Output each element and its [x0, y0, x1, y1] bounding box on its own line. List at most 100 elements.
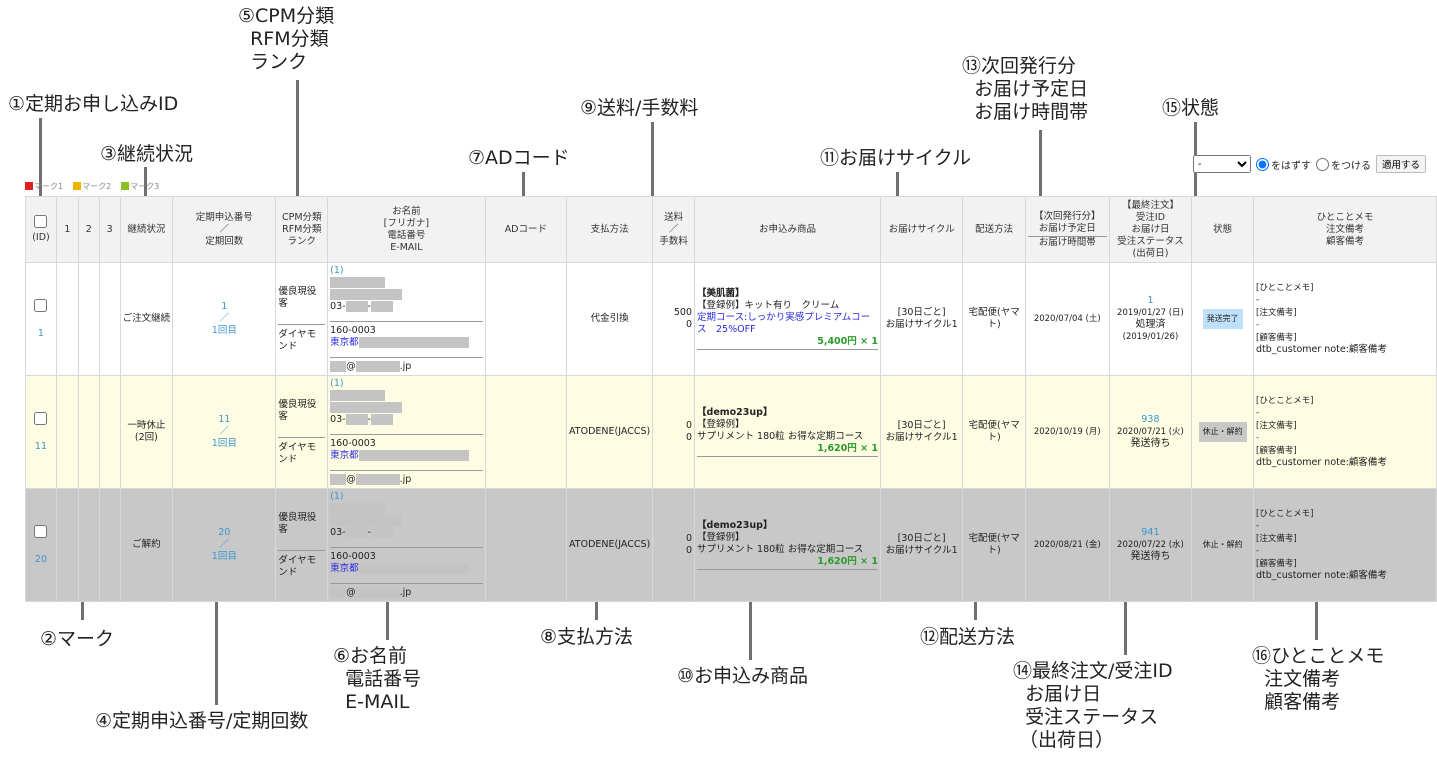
- radio-add-mark[interactable]: をつける: [1316, 157, 1371, 172]
- redacted: [371, 414, 394, 425]
- annotation-line: [522, 172, 525, 210]
- cell-continuation: ご注文継続: [119, 262, 174, 376]
- table-row[interactable]: 1 ご注文継続 1／1回目 優良現役客ダイヤモンド (1)03--160-000…: [25, 262, 1437, 376]
- rank: ダイヤモンド: [278, 441, 317, 465]
- redacted: [330, 515, 403, 526]
- separator: ／: [219, 539, 230, 550]
- cell-cpm: 優良現役客ダイヤモンド: [275, 262, 329, 376]
- note-v: -: [1256, 546, 1260, 556]
- delivery: 宅配便(ヤマト): [968, 533, 1020, 556]
- header-last-order: 【最終注文】 受注ID お届け日 受注ステータス (出荷日): [1108, 196, 1193, 263]
- row-checkbox[interactable]: [34, 298, 48, 312]
- cell-sub-number: 20／1回目: [172, 488, 277, 602]
- cycle1: [30日ごと]: [897, 420, 946, 431]
- payment: ATODENE(JACCS): [569, 426, 651, 437]
- header-sub-number: 定期申込番号 ／ 定期回数: [172, 196, 277, 263]
- order-id-link[interactable]: 938: [1141, 414, 1160, 425]
- radio-remove-mark[interactable]: をはずす: [1256, 157, 1311, 172]
- next-date: 2020/10/19 (月): [1033, 427, 1101, 437]
- subscription-id-link[interactable]: 20: [34, 553, 47, 565]
- redacted: [330, 474, 347, 485]
- annotation-line: [39, 118, 42, 210]
- order-id-link[interactable]: 941: [1141, 527, 1160, 538]
- memo-h: [ひとことメモ]: [1256, 282, 1314, 293]
- order-status: 発送待ち: [1130, 551, 1171, 562]
- cell-sub-number: 1／1回目: [172, 262, 277, 376]
- cycle2: お届けサイクル1: [885, 545, 958, 556]
- fee: 0: [685, 319, 693, 330]
- cell-cycle: [30日ごと]お届けサイクル1: [879, 488, 964, 602]
- cell-ad-code: [484, 375, 568, 489]
- price: 1,620円 × 1: [697, 443, 878, 457]
- product-cat: 【demo23up】: [697, 520, 773, 531]
- cell-cpm: 優良現役客ダイヤモンド: [275, 488, 329, 602]
- mark-select[interactable]: -: [1193, 155, 1251, 173]
- header-ad-code: ADコード: [484, 196, 568, 263]
- table-row[interactable]: 11 一時休止 (2回) 11／1回目 優良現役客ダイヤモンド (1)03--1…: [25, 375, 1437, 489]
- redacted: [330, 277, 386, 288]
- separator: ／: [219, 426, 230, 437]
- sub-count-link[interactable]: 1回目: [211, 325, 237, 336]
- cell-mark2: [77, 375, 100, 489]
- apply-button[interactable]: 適用する: [1376, 155, 1427, 173]
- cell-delivery-method: 宅配便(ヤマト): [962, 488, 1026, 602]
- table-row[interactable]: 20 ご解約 20／1回目 優良現役客ダイヤモンド (1)03--160-000…: [25, 488, 1437, 602]
- product-cat: 【demo23up】: [697, 407, 773, 418]
- cell-mark2: [77, 488, 100, 602]
- cell-ad-code: [484, 488, 568, 602]
- row-checkbox[interactable]: [34, 524, 48, 538]
- delivery: 宅配便(ヤマト): [968, 420, 1020, 443]
- flag-icon: [121, 182, 130, 190]
- redacted: [330, 503, 386, 514]
- annotation-memo: ⑯ひとことメモ 注文備考 顧客備考: [1252, 645, 1385, 713]
- header-mark3: 3: [98, 196, 121, 263]
- sub-count-link[interactable]: 1回目: [211, 438, 237, 449]
- product-cat: 【美肌菌】: [697, 288, 745, 299]
- annotation-cpm: ⑤CPM分類 RFM分類 ランク: [238, 5, 335, 73]
- note-v: -: [1256, 433, 1260, 443]
- customer-note: dtb_customer note:顧客備考: [1256, 570, 1387, 581]
- redacted: [330, 289, 403, 300]
- row-checkbox[interactable]: [34, 411, 48, 425]
- cell-sub-number: 11／1回目: [172, 375, 277, 489]
- subscription-id-link[interactable]: 1: [37, 327, 44, 339]
- sub-number-link[interactable]: 20: [218, 527, 231, 538]
- email-at: @: [346, 361, 356, 372]
- cell-mark1: [55, 262, 79, 376]
- status: 一時休止 (2回): [127, 420, 166, 443]
- header-customer: お名前 [フリガナ] 電話番号 E-MAIL: [327, 196, 486, 263]
- prefecture: 東京都: [330, 337, 359, 348]
- memo-h: [ひとことメモ]: [1256, 508, 1314, 519]
- annotation-payment: ⑧支払方法: [540, 626, 634, 648]
- subscription-id-link[interactable]: 11: [34, 440, 47, 452]
- cell-delivery-method: 宅配便(ヤマト): [962, 375, 1026, 489]
- sub-count-link[interactable]: 1回目: [211, 551, 237, 562]
- radio-label: をはずす: [1271, 160, 1311, 172]
- status: ご解約: [132, 539, 161, 550]
- cycle2: お届けサイクル1: [885, 319, 958, 330]
- rank: ダイヤモンド: [278, 554, 317, 578]
- fee: 0: [685, 545, 693, 556]
- select-all-checkbox[interactable]: [34, 215, 48, 228]
- prefecture: 東京都: [330, 450, 359, 461]
- delivery: 宅配便(ヤマト): [968, 307, 1020, 330]
- sub-number-link[interactable]: 11: [218, 414, 231, 425]
- customer-link[interactable]: (1): [330, 265, 344, 276]
- header-product: お申込み商品: [694, 196, 881, 263]
- sub-number-link[interactable]: 1: [221, 301, 228, 312]
- cell-cycle: [30日ごと]お届けサイクル1: [879, 375, 964, 489]
- header-shipping-fee: 送料 ／ 手数料: [652, 196, 696, 263]
- customer-link[interactable]: (1): [330, 378, 344, 389]
- price: 5,400円 × 1: [697, 336, 878, 350]
- order-date: 2020/07/21 (火): [1117, 427, 1184, 437]
- redacted: [371, 527, 394, 538]
- cell-mark3: [98, 488, 121, 602]
- memo-v: -: [1256, 521, 1260, 531]
- order-id-link[interactable]: 1: [1147, 295, 1154, 306]
- zip: 160-0003: [330, 438, 376, 449]
- cell-id: 11: [25, 375, 57, 489]
- customer-link[interactable]: (1): [330, 491, 344, 502]
- fee: 0: [685, 432, 693, 443]
